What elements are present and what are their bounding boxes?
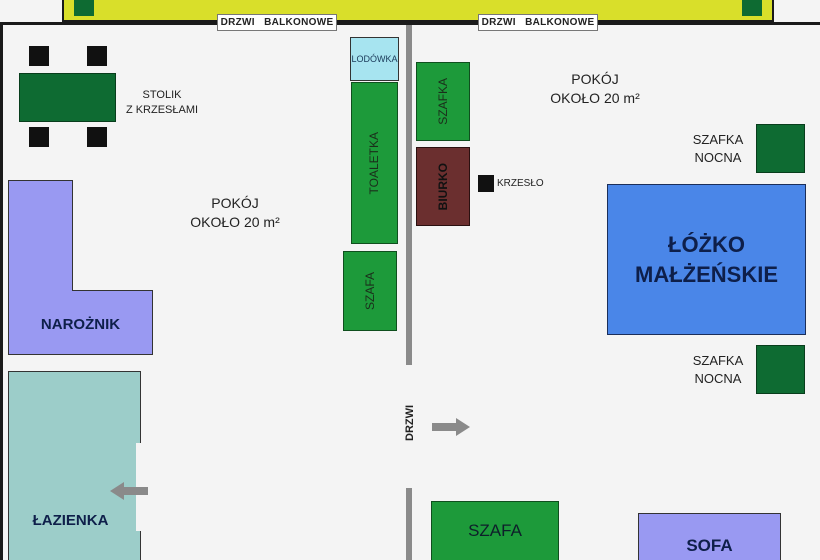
vanity-label: TOALETKA — [367, 131, 382, 195]
door-label: DRZWI — [404, 404, 416, 442]
balcony-door-right: DRZWI BALKONOWE — [478, 14, 598, 31]
arrow-left-icon — [110, 482, 148, 500]
balcony-post-right — [742, 0, 762, 16]
corner-sofa-label: NAROŻNIK — [40, 315, 121, 333]
bed-label-line2: MAŁŻEŃSKIE — [635, 261, 778, 287]
divider-wall-lower — [406, 488, 412, 560]
right-room-label-line2: OKOŁO 20 m² — [550, 90, 640, 106]
chair-icon — [29, 127, 49, 147]
corner-sofa-horizontal — [8, 290, 153, 355]
nightstand-top — [756, 124, 805, 173]
nightstand-top-line1: SZAFKA — [692, 132, 744, 148]
cabinet-label: SZAFKA — [435, 78, 450, 125]
desk: BIURKO — [416, 147, 470, 226]
left-wardrobe-label: SZAFA — [362, 271, 377, 310]
right-room-label-line1: POKÓJ — [571, 71, 619, 88]
table-label-line1: STOLIK — [142, 89, 182, 102]
sofa-label: SOFA — [686, 536, 733, 555]
outer-wall-top — [0, 22, 820, 25]
balcony-post-left — [74, 0, 94, 16]
chair-label: KRZESŁO — [497, 178, 544, 189]
nightstand-bottom-label: SZAFKA NOCNA — [680, 353, 756, 387]
right-wardrobe-label: SZAFA — [468, 521, 522, 540]
left-room-label-line2: OKOŁO 20 m² — [190, 214, 280, 230]
table-label: STOLIK Z KRZESŁAMI — [122, 86, 202, 120]
nightstand-bottom-line2: NOCNA — [694, 371, 742, 386]
arrow-right-icon — [432, 418, 470, 436]
corner-sofa-join — [9, 289, 72, 292]
left-wardrobe: SZAFA — [343, 251, 397, 331]
nightstand-top-line2: NOCNA — [694, 150, 742, 165]
balcony-door-left: DRZWI BALKONOWE — [217, 14, 337, 31]
fridge: LODÓWKA — [350, 37, 399, 81]
sofa: SOFA — [638, 513, 781, 560]
nightstand-bottom — [756, 345, 805, 394]
vanity: TOALETKA — [351, 82, 398, 244]
fridge-label: LODÓWKA — [351, 54, 398, 64]
outer-wall-left — [0, 22, 3, 560]
dining-table — [19, 73, 116, 122]
double-bed: ŁÓŻKO MAŁŻEŃSKIE — [607, 184, 806, 335]
chair-icon — [87, 46, 107, 66]
left-room-label: POKÓJ OKOŁO 20 m² — [180, 190, 290, 236]
left-room-label-line1: POKÓJ — [211, 195, 259, 212]
balcony — [62, 0, 774, 22]
chair-icon — [29, 46, 49, 66]
right-wardrobe: SZAFA — [431, 501, 559, 560]
desk-label: BIURKO — [436, 162, 450, 211]
table-label-line2: Z KRZESŁAMI — [125, 104, 199, 116]
chair-icon — [87, 127, 107, 147]
bathroom-label: ŁAZIENKA — [32, 511, 109, 529]
chair-icon — [478, 175, 494, 192]
divider-wall-upper — [406, 25, 412, 365]
bed-label-line1: ŁÓŻKO — [668, 231, 745, 257]
nightstand-bottom-line1: SZAFKA — [692, 353, 744, 369]
nightstand-top-label: SZAFKA NOCNA — [680, 132, 756, 166]
right-room-label: POKÓJ OKOŁO 20 m² — [540, 66, 650, 112]
cabinet: SZAFKA — [416, 62, 470, 141]
